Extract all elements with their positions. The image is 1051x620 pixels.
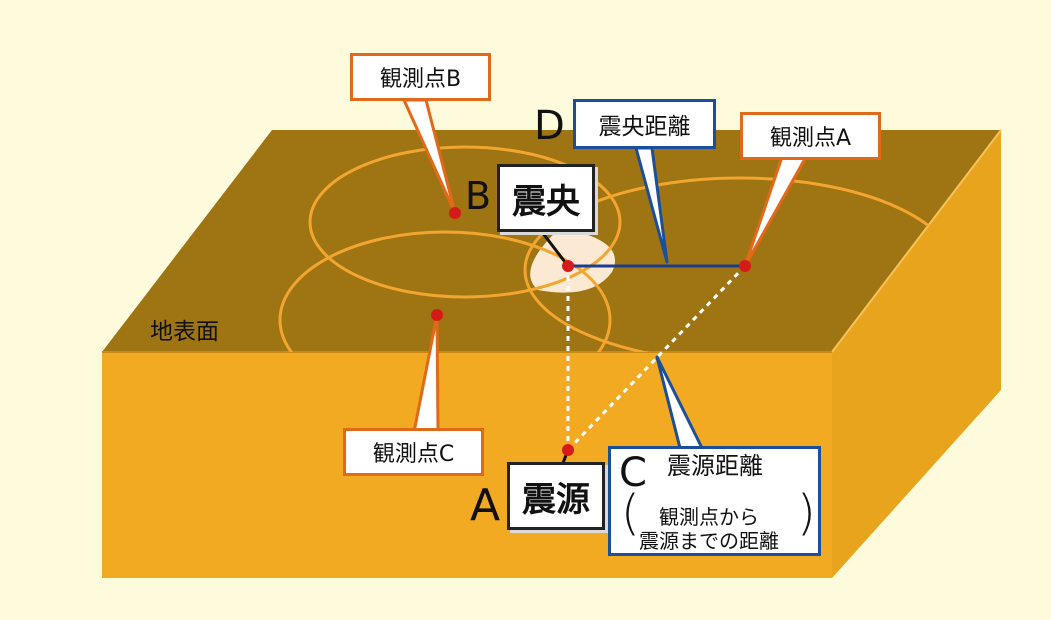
letter-a: A — [470, 480, 501, 531]
circle-station-c — [278, 230, 612, 352]
station-c-label: 観測点C — [372, 442, 455, 467]
hypocentral-distance-label: 震源距離 — [667, 452, 763, 480]
ground-surface-label: 地表面 — [150, 319, 219, 345]
side-face — [832, 130, 1001, 578]
epicenter-point — [562, 260, 574, 272]
epicentral-distance-callout: 震央距離 — [573, 99, 716, 149]
epicenter-label: 震央 — [512, 181, 580, 222]
circle-station-b — [308, 145, 622, 299]
paren-open: ( — [621, 485, 640, 541]
top-edge-highlight — [831, 129, 1002, 353]
hypocentral-dotted-line — [566, 264, 747, 452]
letter-b: B — [465, 174, 492, 218]
hypocentral-note-line1: 観測点から — [659, 505, 759, 529]
station-b-point — [449, 207, 461, 219]
station-a-label: 観測点A — [769, 126, 852, 151]
hypocenter-label: 震源 — [522, 479, 590, 520]
station-a-point — [739, 260, 751, 272]
hypocentral-note-line2: 震源までの距離 — [639, 529, 779, 553]
epicenter-box: 震央 — [497, 164, 595, 232]
station-b-label: 観測点B — [379, 67, 462, 92]
station-b-callout: 観測点B — [350, 53, 491, 101]
station-c-callout: 観測点C — [343, 428, 484, 476]
epicenter-leader — [540, 231, 570, 267]
station-c-point — [431, 309, 443, 321]
letter-d: D — [534, 103, 565, 149]
letter-c: C — [619, 450, 647, 496]
epicentral-distance-label: 震央距離 — [598, 114, 691, 140]
paren-close: ) — [797, 485, 816, 541]
hypocenter-point — [562, 444, 574, 456]
hypocentral-distance-callout: 震源距離 ( ) 観測点から 震源までの距離 — [608, 446, 821, 556]
station-a-callout: 観測点A — [740, 112, 881, 160]
hypocenter-box: 震源 — [507, 462, 605, 530]
